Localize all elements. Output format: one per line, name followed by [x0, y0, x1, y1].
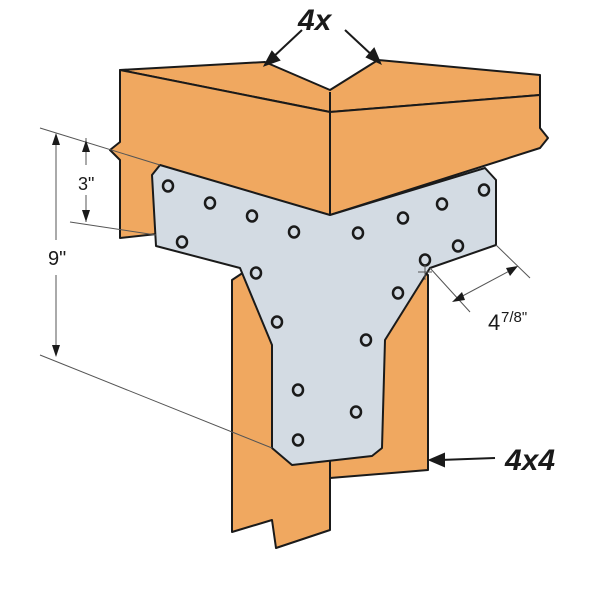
- nail-hole: [396, 211, 410, 225]
- dimension-width-whole: 4: [488, 310, 500, 335]
- leader-arrows: [262, 29, 496, 468]
- nail-hole: [245, 209, 259, 223]
- nail-hole: [203, 196, 217, 210]
- nail-hole: [435, 197, 449, 211]
- dimension-width-fraction: 7/8": [501, 309, 527, 326]
- dimension-arrowheads: [52, 133, 518, 357]
- dimension-3in: 3": [78, 174, 94, 194]
- nail-hole: [451, 239, 465, 253]
- beam-label: 4x: [297, 4, 333, 37]
- nail-hole: [287, 225, 301, 239]
- nail-hole: [291, 383, 305, 397]
- post-label: 4x4: [504, 444, 555, 477]
- dimension-9in: 9": [48, 248, 66, 270]
- nail-hole: [270, 315, 284, 329]
- nail-hole: [161, 179, 175, 193]
- nail-hole: [477, 183, 491, 197]
- nail-hole: [249, 266, 263, 280]
- nail-holes: [161, 179, 491, 447]
- nail-hole: [175, 235, 189, 249]
- nail-hole: [359, 333, 373, 347]
- nail-hole: [349, 405, 363, 419]
- nail-hole: [391, 286, 405, 300]
- nail-hole: [291, 433, 305, 447]
- t-strap-plate: [151, 164, 497, 466]
- nail-hole: [351, 226, 365, 240]
